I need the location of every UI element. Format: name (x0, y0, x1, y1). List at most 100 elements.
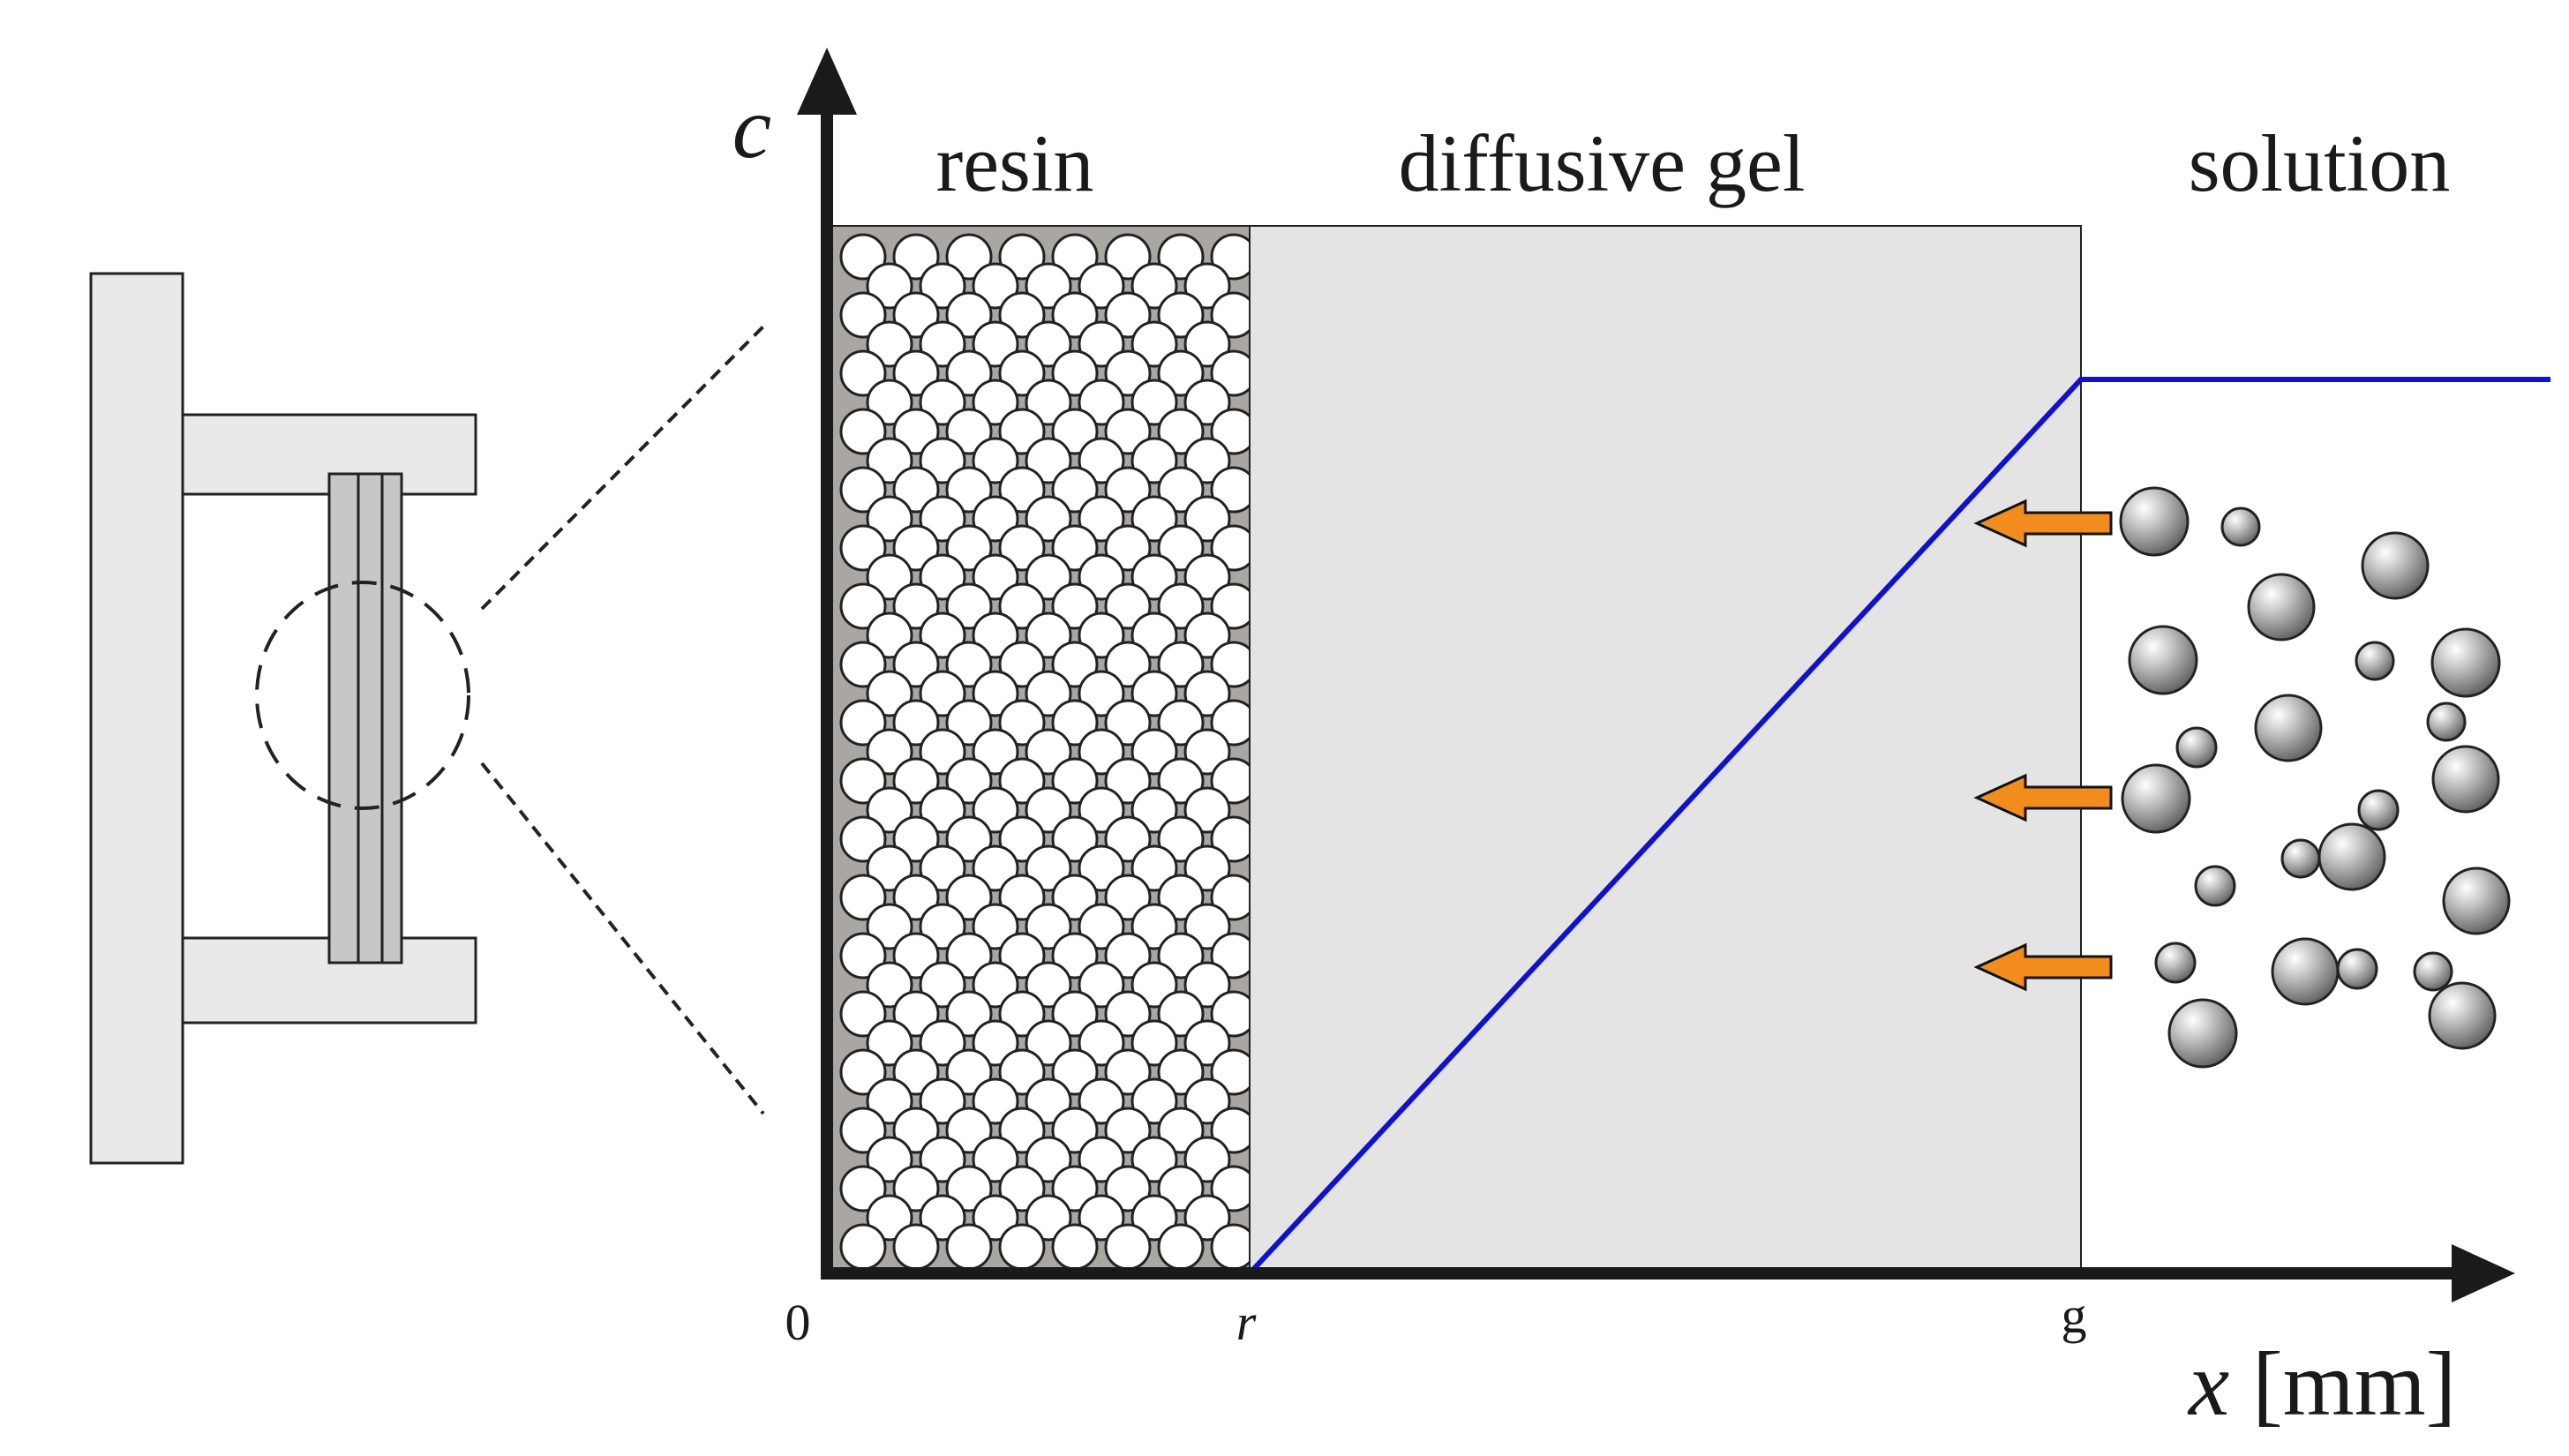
resin-bead (1104, 699, 1152, 747)
resin-bead (892, 349, 940, 397)
resin-bead (1051, 408, 1099, 455)
resin-bead (998, 233, 1046, 281)
resin-bead (919, 437, 966, 484)
resin-bead (1157, 874, 1205, 921)
resin-bead (1104, 349, 1152, 397)
resin-bead (998, 1223, 1046, 1271)
resin-bead (919, 612, 966, 659)
resin-bead (1025, 1194, 1072, 1242)
resin-bead (1157, 699, 1205, 747)
resin-bead (1131, 262, 1178, 310)
resin-bead (1183, 437, 1231, 484)
resin-bead (892, 932, 940, 979)
resin-bead (839, 757, 887, 805)
left-arrow-icon (1973, 942, 2113, 992)
resin-bead (1025, 1077, 1072, 1125)
resin-bead (1183, 553, 1231, 601)
resin-bead (1078, 379, 1125, 426)
resin-bead (1183, 1077, 1231, 1125)
resin-bead (1051, 990, 1099, 1038)
resin-bead (945, 466, 993, 514)
sphere-icon (2430, 627, 2501, 698)
resin-bead (1078, 1136, 1125, 1183)
resin-bead (892, 815, 940, 863)
resin-bead (1051, 932, 1099, 979)
resin-bead (1131, 1194, 1178, 1242)
resin-bead (1104, 1048, 1152, 1096)
resin-bead (1078, 553, 1125, 601)
resin-bead (1104, 1223, 1152, 1271)
resin-bead (866, 495, 913, 543)
resin-bead (998, 990, 1046, 1038)
resin-bead (1078, 320, 1125, 368)
resin-bead (1051, 291, 1099, 339)
resin-bead (972, 1077, 1019, 1125)
resin-bead (972, 670, 1019, 717)
resin-bead (972, 262, 1019, 310)
resin-bead (839, 466, 887, 514)
resin-beads (839, 233, 1250, 1271)
resin-bead (1051, 1165, 1099, 1212)
resin-bead (972, 961, 1019, 1009)
resin-bead (839, 1107, 887, 1154)
resin-bead (1183, 1194, 1231, 1242)
resin-bead (945, 757, 993, 805)
resin-bead (1078, 786, 1125, 834)
resin-bead (945, 233, 993, 281)
resin-bead (972, 437, 1019, 484)
resin-bead (1051, 582, 1099, 630)
resin-bead (998, 524, 1046, 572)
resin-bead (1157, 1223, 1205, 1271)
resin-bead (1157, 932, 1205, 979)
diffusive-gel-layer (1249, 225, 2082, 1274)
resin-bead (1051, 874, 1099, 921)
resin-bead (866, 1194, 913, 1242)
resin-bead (919, 728, 966, 776)
resin-bead (1157, 757, 1205, 805)
region-label-gel: diffusive gel (1399, 118, 1806, 208)
resin-bead (1131, 786, 1178, 834)
resin-bead (1131, 728, 1178, 776)
resin-bead (1051, 349, 1099, 397)
resin-bead (866, 961, 913, 1009)
resin-bead (998, 932, 1046, 979)
resin-bead (1183, 612, 1231, 659)
resin-bead (866, 379, 913, 426)
resin-bead (945, 815, 993, 863)
resin-bead (1078, 1077, 1125, 1125)
resin-bead (1131, 320, 1178, 368)
resin-bead (866, 844, 913, 892)
resin-bead (1078, 961, 1125, 1009)
resin-bead (1131, 961, 1178, 1009)
resin-bead (839, 408, 887, 455)
resin-bead (972, 320, 1019, 368)
resin-bead (1131, 379, 1178, 426)
resin-bead (1131, 495, 1178, 543)
x-axis-label: x[mm] (2187, 1333, 2456, 1435)
sphere-icon (2194, 865, 2236, 907)
resin-bead (945, 1165, 993, 1212)
resin-bead (1078, 903, 1125, 950)
resin-bead (919, 961, 966, 1009)
sphere-icon (2271, 937, 2340, 1006)
resin-bead (1104, 291, 1152, 339)
device-membrane-stack (327, 472, 403, 964)
resin-bead (892, 466, 940, 514)
resin-bead (866, 262, 913, 310)
resin-bead (1051, 1223, 1099, 1271)
x-axis-arrowhead (2452, 1244, 2515, 1302)
resin-bead (1025, 670, 1072, 717)
sphere-icon (2247, 573, 2316, 642)
resin-bead (998, 349, 1046, 397)
resin-bead (1183, 1136, 1231, 1183)
resin-bead (892, 524, 940, 572)
resin-bead (892, 699, 940, 747)
resin-bead (1104, 1107, 1152, 1154)
resin-bead (1157, 524, 1205, 572)
resin-bead (1104, 466, 1152, 514)
resin-bead (1131, 553, 1178, 601)
resin-bead (839, 291, 887, 339)
resin-bead (866, 320, 913, 368)
resin-bead (839, 641, 887, 688)
